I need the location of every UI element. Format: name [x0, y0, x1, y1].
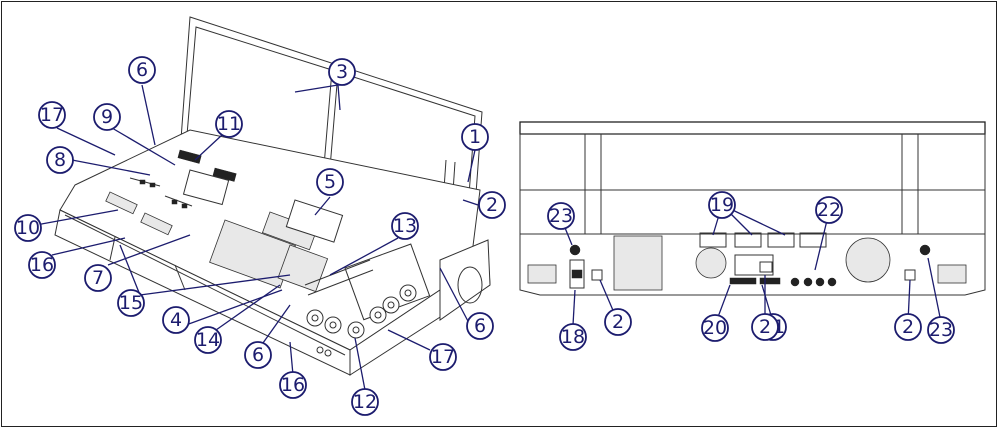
callout-5: 5 [316, 168, 344, 196]
dmx-ports [790, 277, 837, 287]
svg-text:23: 23 [929, 319, 953, 341]
small-screen [182, 169, 230, 206]
svg-text:14: 14 [196, 329, 220, 351]
svg-text:6: 6 [474, 315, 486, 337]
svg-text:3: 3 [336, 61, 348, 83]
callout-14: 14 [194, 326, 222, 354]
svg-text:20: 20 [703, 317, 727, 339]
console-side-handle [439, 239, 491, 321]
rear-port-left [527, 264, 557, 284]
svg-text:7: 7 [92, 267, 104, 289]
svg-text:23: 23 [549, 205, 573, 227]
svg-text:2: 2 [759, 316, 771, 338]
command-display [285, 199, 344, 243]
svg-text:16: 16 [281, 374, 305, 396]
svg-text:15: 15 [119, 292, 143, 314]
callout-4: 4 [162, 306, 190, 334]
callout-8: 8 [46, 146, 74, 174]
callout-18: 18 [559, 323, 587, 351]
svg-text:6: 6 [252, 344, 264, 366]
callout-2: 2 [478, 191, 506, 219]
svg-text:11: 11 [217, 113, 241, 135]
callout-12: 12 [351, 388, 379, 416]
svg-text:19: 19 [710, 194, 734, 216]
svg-text:6: 6 [136, 59, 148, 81]
callout-7: 7 [84, 264, 112, 292]
callout-2-rear-a: 2 [604, 308, 632, 336]
svg-text:17: 17 [40, 104, 64, 126]
svg-text:5: 5 [324, 171, 336, 193]
svg-text:12: 12 [353, 391, 377, 413]
callout-16b: 16 [279, 371, 307, 399]
svg-text:2: 2 [612, 311, 624, 333]
rear-view-console [519, 121, 986, 296]
callout-17b: 17 [429, 343, 457, 371]
callout-17a: 17 [38, 101, 66, 129]
callout-16a: 16 [28, 251, 56, 279]
fader-bank [105, 177, 193, 236]
callout-6c: 6 [466, 312, 494, 340]
callout-23b: 23 [927, 316, 955, 344]
callout-22: 22 [815, 196, 843, 224]
callout-15: 15 [117, 289, 145, 317]
fan-grill-right [845, 237, 891, 283]
callout-10: 10 [14, 214, 42, 242]
svg-text:10: 10 [16, 217, 40, 239]
side-handle-grip [457, 266, 483, 304]
callout-6b: 6 [244, 341, 272, 369]
callout-6a: 6 [128, 56, 156, 84]
callout-20: 20 [701, 314, 729, 342]
callout-11: 11 [215, 110, 243, 138]
fan-grill-center [695, 247, 727, 279]
svg-text:1: 1 [469, 126, 481, 148]
callout-23a: 23 [547, 202, 575, 230]
callout-19: 19 [708, 191, 736, 219]
svg-text:18: 18 [561, 326, 585, 348]
svg-text:2: 2 [902, 316, 914, 338]
svg-text:8: 8 [54, 149, 66, 171]
front-leaders [35, 84, 479, 391]
rear-port-right [937, 264, 967, 284]
callout-13: 13 [391, 212, 419, 240]
playback-buttons [304, 259, 374, 296]
svg-text:9: 9 [101, 106, 113, 128]
callout-9: 9 [93, 103, 121, 131]
svg-text:13: 13 [393, 215, 417, 237]
svg-text:4: 4 [170, 309, 182, 331]
callout-1: 1 [461, 123, 489, 151]
svg-text:2: 2 [486, 194, 498, 216]
front-view-console [54, 16, 491, 376]
encoder-wheels [306, 243, 431, 339]
callout-2-rear-b: 2 [751, 313, 779, 341]
keypad-block [209, 211, 329, 293]
svg-text:22: 22 [817, 199, 841, 221]
callout-3: 3 [328, 58, 356, 86]
fan-grill-left [613, 235, 663, 291]
svg-text:16: 16 [30, 254, 54, 276]
svg-text:17: 17 [431, 346, 455, 368]
callout-2-rear-c: 2 [894, 313, 922, 341]
